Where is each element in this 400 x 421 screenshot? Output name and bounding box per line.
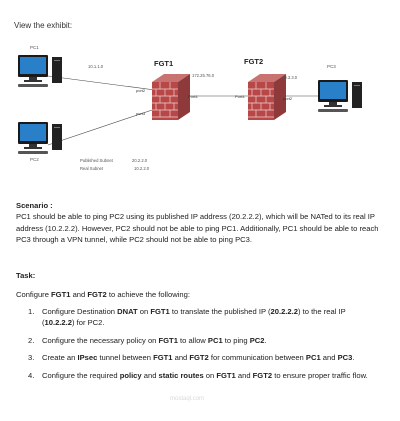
task-text-bold: PC2: [249, 335, 265, 345]
task-intro-prefix: Configure: [16, 290, 52, 299]
fgt1-firewall-icon: [152, 74, 190, 120]
task-text-bold: 10.2.2.2: [44, 318, 72, 328]
task-text-bold: 20.2.2.2: [270, 307, 298, 316]
real-subnet-label: Real Subnet: [80, 166, 104, 171]
task-text: on: [137, 307, 151, 316]
task-item: 3. Create an IPsec tunnel between FGT1 a…: [16, 352, 376, 363]
pc1-icon: [18, 55, 62, 87]
task-intro: Configure FGT1 and FGT2 to achieve the f…: [16, 289, 386, 301]
task-text: tunnel between: [97, 353, 154, 363]
task-text-bold: FGT1: [153, 353, 173, 363]
task-text-bold: static routes: [158, 370, 204, 380]
task-text: ) to the real IP (: [42, 307, 346, 328]
task-text-bold: FGT2: [252, 370, 273, 380]
fgt1-port4-label: Port4: [188, 94, 198, 99]
task-text: to translate the published IP (: [169, 307, 271, 316]
pc3-subnet-label: 10.3.3.0: [282, 75, 298, 80]
task-text-bold: DNAT: [117, 307, 138, 316]
task-item: 4. Configure the required policy and sta…: [16, 370, 376, 381]
task-intro-fgt1: FGT1: [51, 290, 71, 299]
task-text: to allow: [177, 335, 208, 345]
published-subnet-value: 20.2.2.0: [132, 158, 148, 163]
task-text-bold: policy: [119, 370, 142, 380]
task-item-number: 3.: [28, 353, 35, 363]
task-text: and: [141, 370, 159, 380]
watermark: mostaql.com: [170, 396, 205, 402]
fgt2-label: FGT2: [244, 57, 263, 66]
fgt1-port2-label: port2: [136, 88, 146, 93]
pc1-ip-label: 10.1.1.0: [88, 64, 104, 69]
task-item-number: 2.: [28, 335, 35, 345]
task-item-number: 4.: [28, 370, 35, 380]
task-text-bold: FGT1: [216, 370, 236, 380]
task-list: 1. Configure Destination DNAT on FGT1 to…: [16, 306, 376, 387]
task-intro-suffix: to achieve the following:: [106, 290, 190, 299]
pc1-label: PC1: [30, 45, 39, 50]
task-intro-and: and: [70, 290, 88, 299]
task-text: and: [320, 353, 338, 363]
pc3-label: PC3: [327, 64, 336, 69]
task-text: Configure the necessary policy on: [42, 335, 159, 345]
task-text: Create an: [42, 353, 78, 363]
scenario-body: PC1 should be able to ping PC2 using its…: [16, 212, 379, 245]
fgt1-port3-label: port3: [136, 111, 146, 116]
task-text: for communication between: [208, 353, 306, 363]
task-item: 1. Configure Destination DNAT on FGT1 to…: [16, 306, 376, 329]
task-text: .: [352, 353, 355, 363]
link-pc1-fgt1: [47, 75, 171, 93]
fgt2-firewall-icon: [248, 74, 286, 120]
fgt2-port2-label: port2: [283, 96, 293, 101]
task-text-bold: PC1: [305, 353, 321, 363]
task-heading: Task:: [16, 271, 36, 280]
task-text-bold: PC3: [337, 353, 353, 363]
transit-subnet-label: 172.25.76.0: [192, 73, 215, 78]
task-text: to ensure proper traffic flow.: [272, 370, 368, 380]
exhibit-title: View the exhibit:: [14, 21, 73, 30]
scenario-heading: Scenario :: [16, 201, 53, 210]
pc2-label: PC2: [30, 157, 39, 162]
fgt2-port4-label: Port4: [235, 94, 245, 99]
task-text: to ping: [222, 335, 250, 345]
link-pc2-fgt1: [47, 103, 171, 146]
fgt1-label: FGT1: [154, 59, 173, 68]
task-text-bold: IPsec: [77, 353, 98, 363]
task-text-bold: FGT1: [150, 307, 170, 316]
task-text-bold: FGT1: [158, 335, 178, 345]
task-text-bold: PC1: [207, 335, 223, 345]
task-item: 2. Configure the necessary policy on FGT…: [16, 335, 376, 346]
task-text: .: [264, 335, 267, 345]
task-text-bold: FGT2: [189, 353, 209, 363]
task-intro-fgt2: FGT2: [87, 290, 107, 299]
task-text: ) for PC2.: [71, 318, 105, 328]
task-item-number: 1.: [28, 307, 35, 316]
task-text: Configure Destination: [42, 307, 118, 316]
published-subnet-label: Published Subnet: [80, 158, 114, 163]
pc2-icon: [18, 122, 62, 154]
network-diagram: PC1 PC2 PC3 F: [18, 45, 362, 171]
task-text: and: [172, 353, 190, 363]
real-subnet-value: 10.2.2.0: [134, 166, 150, 171]
task-text: on: [203, 370, 217, 380]
task-text: Configure the required: [42, 370, 120, 380]
task-text: and: [235, 370, 253, 380]
pc3-icon: [318, 80, 362, 112]
